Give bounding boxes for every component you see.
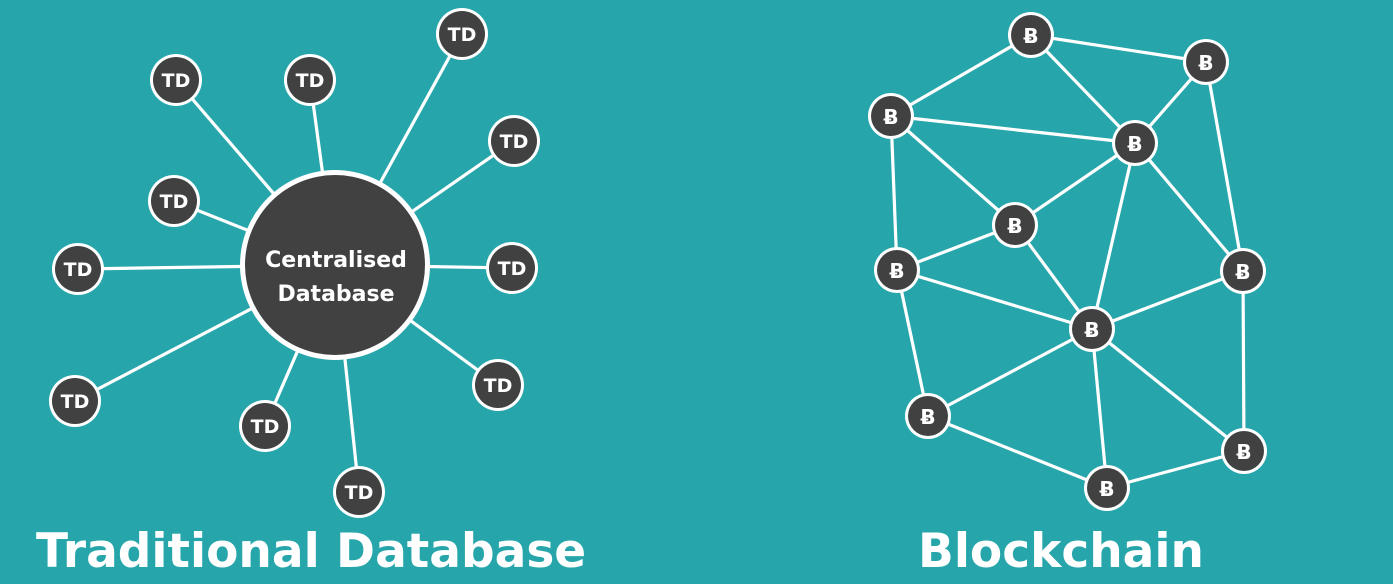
bc-node-n7-label: Ƀ — [1084, 318, 1099, 342]
bc-node-n7-core — [1072, 309, 1112, 349]
td-node-4: TD — [148, 175, 200, 227]
td-node-7-core — [475, 362, 521, 408]
centralised-database-hub: Centralised Database — [240, 170, 430, 360]
bc-node-n4-label: Ƀ — [1007, 214, 1022, 238]
bc-node-n0: Ƀ — [1008, 12, 1054, 58]
traditional-database-nodes: TD TD TD TD TD TD TD TD TD TD TD — [49, 8, 540, 518]
td-node-2-label: TD — [296, 70, 325, 92]
td-node-5: TD — [486, 242, 538, 294]
bc-node-n0-label: Ƀ — [1023, 24, 1038, 48]
bc-edge-19 — [1090, 327, 1109, 490]
td-node-3: TD — [488, 115, 540, 167]
td-node-8-core — [52, 378, 98, 424]
td-node-1: TD — [150, 54, 202, 106]
bc-node-n9-label: Ƀ — [1236, 440, 1251, 464]
bc-node-n1-label: Ƀ — [1198, 51, 1213, 75]
bc-node-n3: Ƀ — [1112, 120, 1158, 166]
td-node-7-label: TD — [484, 375, 513, 397]
bc-edge-21 — [1105, 449, 1246, 490]
bc-node-n3-label: Ƀ — [1127, 132, 1142, 156]
bc-node-n10: Ƀ — [1084, 465, 1130, 511]
td-node-6-core — [55, 246, 101, 292]
bc-node-n5: Ƀ — [874, 247, 920, 293]
td-node-9-core — [242, 403, 288, 449]
bc-node-n10-core — [1087, 468, 1127, 508]
td-node-0-label: TD — [448, 24, 477, 46]
td-node-1-label: TD — [162, 70, 191, 92]
blockchain-nodes: Ƀ Ƀ Ƀ Ƀ Ƀ Ƀ Ƀ Ƀ Ƀ Ƀ Ƀ — [868, 12, 1267, 511]
bc-edge-10 — [1090, 141, 1137, 331]
bc-node-n0-core — [1011, 15, 1051, 55]
bc-node-n3-core — [1115, 123, 1155, 163]
td-node-0: TD — [436, 8, 488, 60]
td-node-6: TD — [52, 243, 104, 295]
bc-node-n8-label: Ƀ — [920, 405, 935, 429]
bc-edge-14 — [895, 268, 930, 418]
bc-node-n8-core — [908, 396, 948, 436]
td-node-7: TD — [472, 359, 524, 411]
bc-node-n1-core — [1186, 42, 1226, 82]
bc-node-n5-core — [877, 250, 917, 290]
bc-edge-8 — [1013, 141, 1137, 227]
bc-node-n5-label: Ƀ — [889, 259, 904, 283]
bc-node-n6-core — [1223, 251, 1263, 291]
td-node-9-label: TD — [251, 416, 280, 438]
bc-edge-7 — [889, 114, 899, 272]
bc-edge-6 — [889, 114, 1017, 227]
bc-node-n1: Ƀ — [1183, 39, 1229, 85]
bc-edge-17 — [926, 327, 1094, 418]
bc-node-n4: Ƀ — [992, 202, 1038, 248]
bc-node-n6-label: Ƀ — [1235, 260, 1250, 284]
td-node-1-core — [153, 57, 199, 103]
td-node-8-label: TD — [61, 391, 90, 413]
bc-edge-5 — [889, 114, 1137, 145]
bc-node-n4-core — [995, 205, 1035, 245]
bc-edge-13 — [895, 268, 1094, 331]
bc-edge-18 — [1090, 327, 1246, 453]
td-node-3-core — [491, 118, 537, 164]
bc-edge-20 — [926, 414, 1109, 490]
hub-label-line-2: Database — [277, 282, 394, 307]
td-node-0-core — [439, 11, 485, 57]
bc-node-n8: Ƀ — [905, 393, 951, 439]
bc-edge-9 — [1133, 141, 1245, 273]
bc-edge-0 — [1029, 33, 1208, 64]
td-node-8: TD — [49, 375, 101, 427]
bc-node-n9-core — [1224, 431, 1264, 471]
td-node-2-core — [287, 57, 333, 103]
traditional-database-caption: Traditional Database — [36, 524, 587, 579]
td-node-4-core — [151, 178, 197, 224]
hub-label-line-1: Centralised — [265, 248, 407, 273]
td-node-2: TD — [284, 54, 336, 106]
bc-edge-16 — [1241, 269, 1246, 453]
bc-node-n9: Ƀ — [1221, 428, 1267, 474]
td-node-9: TD — [239, 400, 291, 452]
blockchain-caption: Blockchain — [918, 524, 1204, 579]
td-node-3-label: TD — [500, 131, 529, 153]
bc-edge-2 — [1029, 33, 1137, 145]
bc-node-n2-label: Ƀ — [883, 105, 898, 129]
td-node-10-core — [336, 469, 382, 515]
hub-core — [245, 175, 425, 355]
td-node-6-label: TD — [64, 259, 93, 281]
td-node-5-core — [489, 245, 535, 291]
bc-node-n2-core — [871, 96, 911, 136]
bc-edge-4 — [1204, 60, 1245, 273]
td-node-10-label: TD — [345, 482, 374, 504]
bc-node-n6: Ƀ — [1220, 248, 1266, 294]
bc-node-n10-label: Ƀ — [1099, 477, 1114, 501]
td-node-5-label: TD — [498, 258, 527, 280]
td-node-10: TD — [333, 466, 385, 518]
bc-edge-15 — [1090, 269, 1245, 331]
bc-edge-1 — [889, 33, 1033, 118]
bc-node-n7: Ƀ — [1069, 306, 1115, 352]
td-node-4-label: TD — [160, 191, 189, 213]
bc-node-n2: Ƀ — [868, 93, 914, 139]
